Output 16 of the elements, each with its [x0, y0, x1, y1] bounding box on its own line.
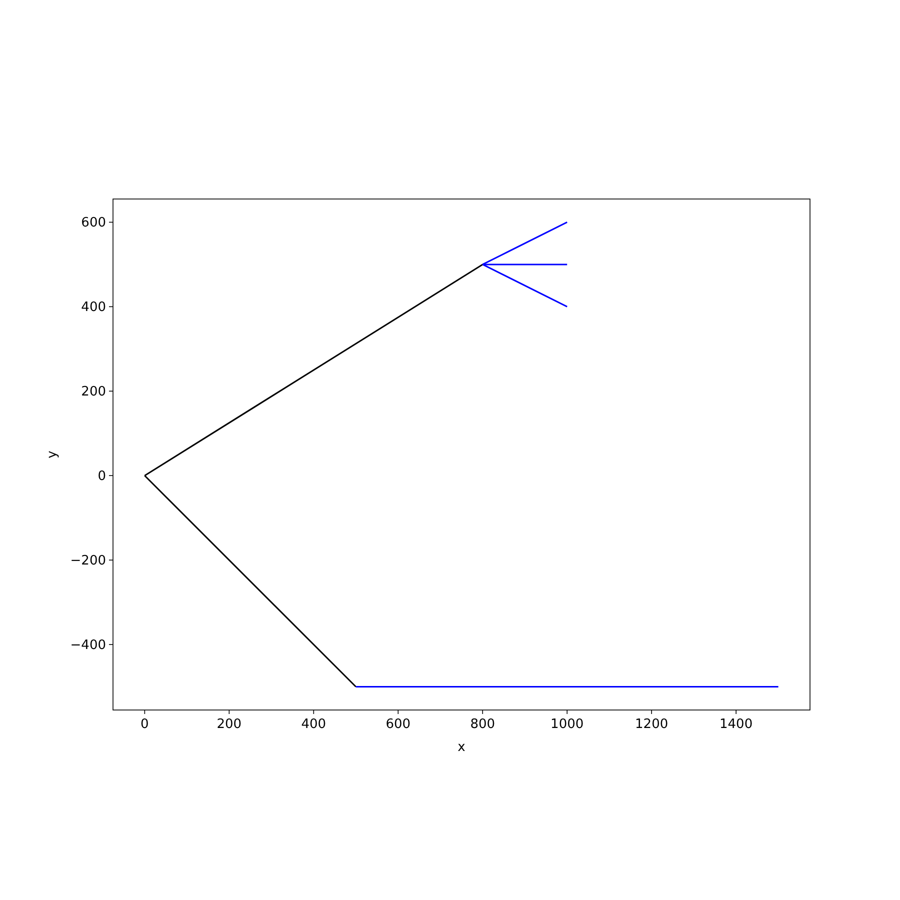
tick-label: −200	[70, 554, 106, 569]
tick-label: 0	[98, 469, 106, 484]
tick-label: 800	[470, 717, 496, 732]
tick-label: −400	[70, 638, 106, 654]
tick-label: 200	[216, 717, 242, 732]
tick-label: 400	[301, 717, 326, 732]
axis-title: x	[458, 740, 466, 755]
tick-label: 1200	[635, 717, 668, 732]
tick-label: 200	[81, 384, 106, 400]
tick-label: 600	[386, 717, 411, 732]
axis-title: y	[45, 450, 60, 458]
tick-label: 1000	[550, 717, 584, 732]
tick-label: 400	[81, 300, 106, 316]
tick-label: 0	[140, 717, 149, 732]
tick-label: 600	[81, 216, 106, 231]
tick-label: 1400	[720, 717, 753, 732]
